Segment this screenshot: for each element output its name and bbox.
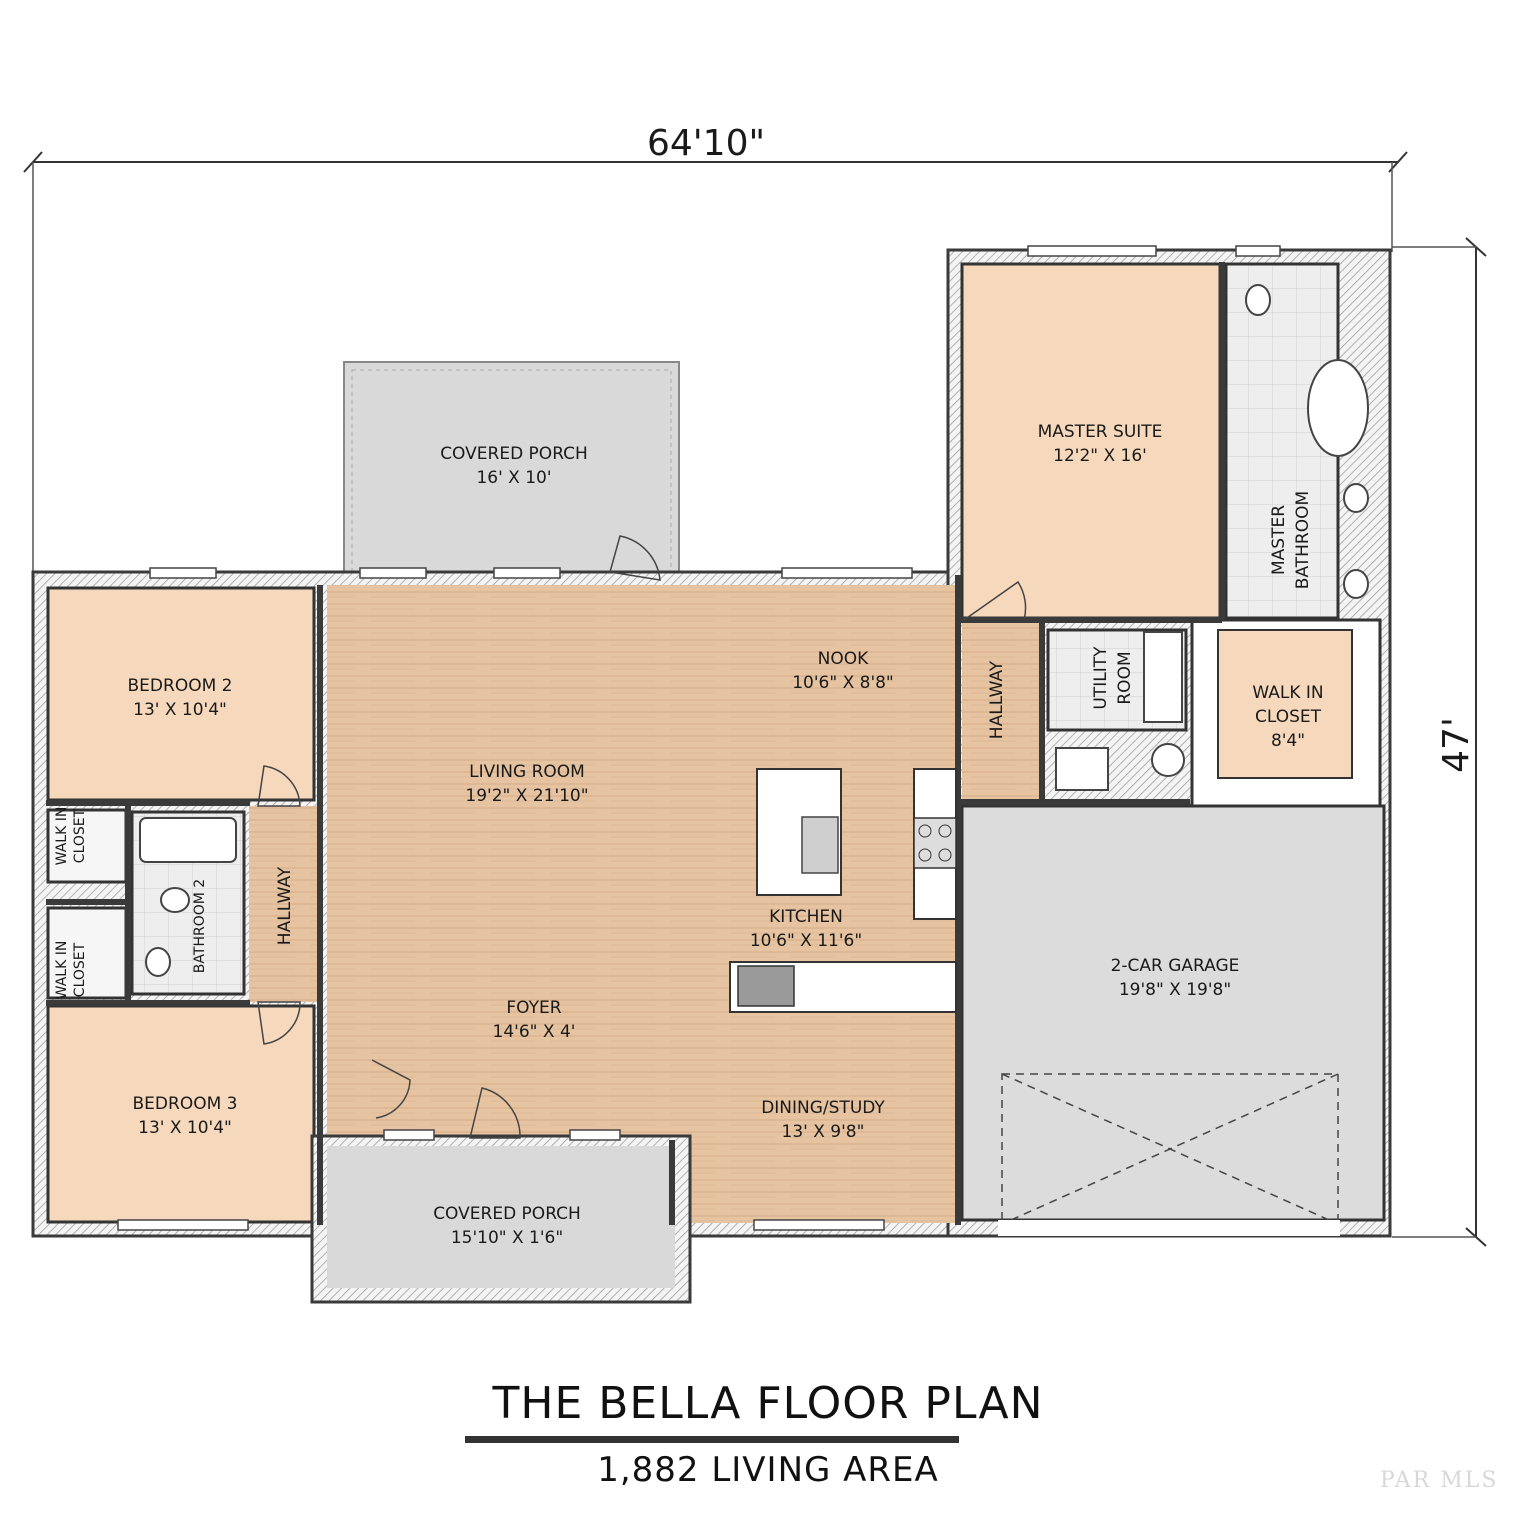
room-kitchen: KITCHEN 10'6" X 11'6" <box>750 907 862 951</box>
room-garage: 2-CAR GARAGE 19'8" X 19'8" <box>1111 956 1240 1000</box>
dining-study-name: DINING/STUDY <box>761 1098 885 1118</box>
master-closet-line1: WALK IN <box>1252 683 1323 703</box>
garage-size: 19'8" X 19'8" <box>1119 980 1231 1000</box>
room-bedroom-2: BEDROOM 2 13' X 10'4" <box>128 676 233 720</box>
living-room-name: LIVING ROOM <box>469 762 585 782</box>
room-foyer: FOYER 14'6" X 4' <box>493 998 576 1042</box>
covered-porch-front-size: 15'10" X 1'6" <box>451 1228 563 1248</box>
room-master-bathroom: MASTER BATHROOM <box>1269 491 1313 589</box>
living-room-size: 19'2" X 21'10" <box>465 786 588 806</box>
bathtub-icon-2 <box>139 817 237 863</box>
nook-name: NOOK <box>818 649 869 669</box>
windows <box>117 245 1281 1231</box>
nook-size: 10'6" X 8'8" <box>792 673 894 693</box>
hallway-left-floor <box>249 806 319 1002</box>
sink-icon <box>801 816 839 874</box>
door-swings <box>257 535 1027 1139</box>
mls-watermark-logo: PAR MLS <box>1380 1468 1499 1493</box>
hallway-right-label: HALLWAY <box>987 660 1007 739</box>
rear-covered-porch <box>343 361 680 577</box>
garage-name: 2-CAR GARAGE <box>1111 956 1240 976</box>
bedroom-3-name: BEDROOM 3 <box>133 1094 238 1114</box>
foyer-size: 14'6" X 4' <box>493 1022 576 1042</box>
master-bathroom-line2: BATHROOM <box>1293 491 1313 589</box>
kitchen-name: KITCHEN <box>769 907 843 927</box>
bathtub-icon <box>1307 359 1369 457</box>
master-closet-size: 8'4" <box>1271 731 1305 751</box>
dining-floor <box>681 1017 959 1223</box>
bedroom-2-size: 13' X 10'4" <box>133 700 227 720</box>
interior-walls <box>46 262 1225 1225</box>
bedroom-2-floor <box>46 586 316 802</box>
room-master-suite: MASTER SUITE 12'2" X 16' <box>1038 422 1163 466</box>
closet-2-line2: CLOSET <box>72 942 88 997</box>
sink-icon-master-1 <box>1343 483 1369 513</box>
master-suite-floor <box>960 262 1222 620</box>
bathroom-2-label: BATHROOM 2 <box>192 879 208 973</box>
sink-icon-2 <box>145 947 171 977</box>
closet-2-line1: WALK IN <box>54 941 70 1000</box>
room-walk-in-closet-2: WALK IN CLOSET <box>54 941 88 1000</box>
utility-line2: ROOM <box>1115 651 1135 704</box>
garage-door-outline <box>1001 1073 1339 1225</box>
washer-dryer-icon <box>1143 631 1183 723</box>
overall-width-label: 64'10" <box>647 123 765 164</box>
garage-floor <box>960 804 1386 1222</box>
room-bedroom-3: BEDROOM 3 13' X 10'4" <box>133 1094 238 1138</box>
depth-dimension-line <box>1392 237 1487 1247</box>
closet-1-line1: WALK IN <box>54 807 70 866</box>
bedroom-3-size: 13' X 10'4" <box>138 1118 232 1138</box>
room-living-room: LIVING ROOM 19'2" X 21'10" <box>465 762 588 806</box>
title-divider <box>465 1436 959 1443</box>
dining-study-size: 13' X 9'8" <box>782 1122 865 1142</box>
master-suite-size: 12'2" X 16' <box>1053 446 1147 466</box>
width-dimension-line <box>23 151 1408 572</box>
covered-porch-rear-name: COVERED PORCH <box>440 444 588 464</box>
room-utility: UTILITY ROOM <box>1091 646 1135 710</box>
walk-in-closet-2 <box>46 906 128 1000</box>
kitchen-size: 10'6" X 11'6" <box>750 931 862 951</box>
water-heater-icon <box>1055 747 1109 791</box>
overall-depth-label: 47' <box>1436 717 1477 773</box>
plan-title: THE BELLA FLOOR PLAN <box>492 1378 1044 1429</box>
plan-subtitle: 1,882 LIVING AREA <box>597 1450 939 1490</box>
bedroom-2-name: BEDROOM 2 <box>128 676 233 696</box>
toilet-icon-master <box>1245 284 1271 316</box>
room-covered-porch-front: COVERED PORCH 15'10" X 1'6" <box>433 1204 581 1248</box>
foyer-name: FOYER <box>506 998 561 1018</box>
room-walk-in-closet-1: WALK IN CLOSET <box>54 807 88 866</box>
master-bathroom-line1: MASTER <box>1269 505 1289 575</box>
master-closet-line2: CLOSET <box>1255 707 1322 727</box>
range-icon <box>737 965 795 1007</box>
covered-porch-rear-size: 16' X 10' <box>476 468 551 488</box>
master-suite-name: MASTER SUITE <box>1038 422 1163 442</box>
hallway-left-label: HALLWAY <box>275 866 295 945</box>
sink-icon-master-2 <box>1343 569 1369 599</box>
utility-line1: UTILITY <box>1091 646 1111 710</box>
living-area-floor <box>327 585 959 1017</box>
room-dining-study: DINING/STUDY 13' X 9'8" <box>761 1098 885 1142</box>
bedroom-3-floor <box>46 1004 316 1224</box>
stove-icon <box>913 817 957 869</box>
room-nook: NOOK 10'6" X 8'8" <box>792 649 894 693</box>
room-walk-in-closet-master: WALK IN CLOSET 8'4" <box>1252 683 1323 751</box>
closet-1-line2: CLOSET <box>72 808 88 863</box>
room-covered-porch-rear: COVERED PORCH 16' X 10' <box>440 444 588 488</box>
covered-porch-front-name: COVERED PORCH <box>433 1204 581 1224</box>
toilet-icon-2 <box>160 887 190 913</box>
hallway-right-floor <box>962 622 1042 800</box>
